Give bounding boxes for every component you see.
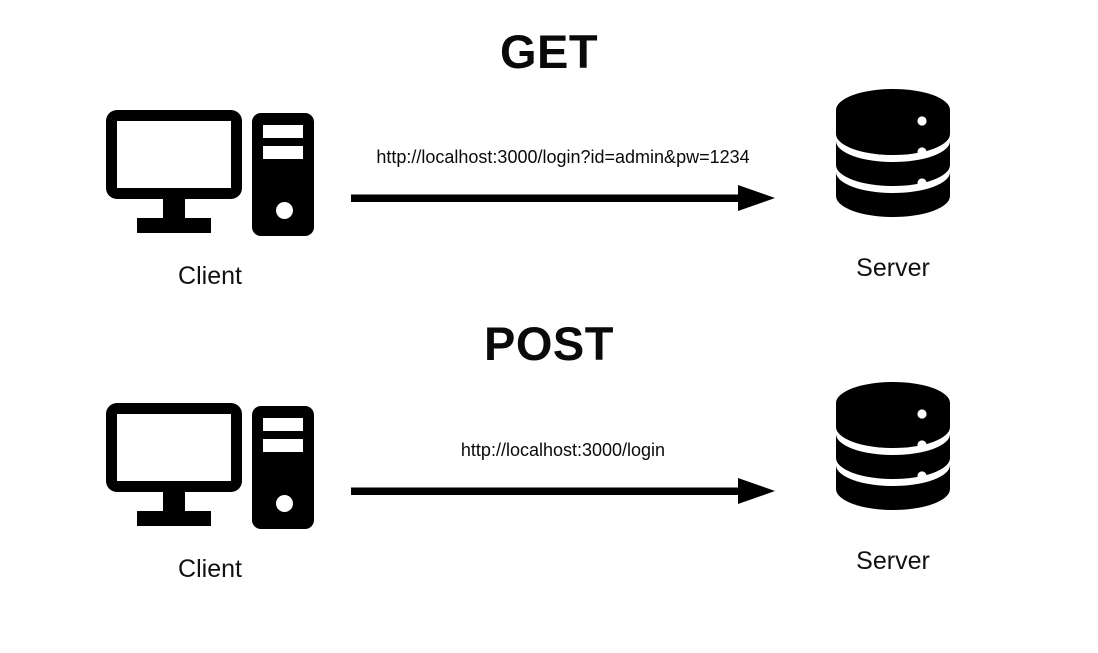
client-label-post: Client [178,555,242,583]
server-label-get: Server [856,254,930,282]
server-led-1 [917,116,927,126]
request-url-get: http://localhost:3000/login?id=admin&pw=… [376,147,750,167]
tower-power-button-icon [276,495,293,512]
desktop-computer-icon [106,110,314,236]
monitor-stand-neck [163,199,185,219]
monitor-stand-base [137,511,211,526]
server-label-post: Server [856,547,930,575]
client-node-get: Client [92,110,328,289]
tower-drive-slot-1 [263,125,303,138]
monitor-screen [117,121,231,188]
monitor-icon [106,403,242,492]
right-arrow-icon [351,185,775,211]
flow-get: http://localhost:3000/login?id=admin&pw=… [351,148,775,213]
monitor-stand-neck [163,492,185,512]
computer-tower-icon [252,406,314,529]
server-node-post: Server [803,382,983,574]
tower-drive-slot-2 [263,146,303,159]
monitor-screen [117,414,231,481]
server-led-2 [917,440,927,450]
computer-tower-icon [252,113,314,236]
client-node-post: Client [92,403,328,582]
server-node-get: Server [803,89,983,281]
right-arrow-icon [351,478,775,504]
tower-power-button-icon [276,202,293,219]
section-title-get: GET [499,25,599,78]
server-led-2 [917,147,927,157]
flow-post: http://localhost:3000/login [351,441,775,506]
client-label-get: Client [178,262,242,290]
monitor-stand-base [137,218,211,233]
server-led-1 [917,409,927,419]
monitor-icon [106,110,242,199]
request-url-post: http://localhost:3000/login [460,440,666,460]
database-cylinder-icon [836,382,950,510]
tower-drive-slot-2 [263,439,303,452]
tower-drive-slot-1 [263,418,303,431]
desktop-computer-icon [106,403,314,529]
server-led-3 [917,471,927,481]
section-title-post: POST [484,317,614,370]
server-led-3 [917,178,927,188]
database-cylinder-icon [836,89,950,217]
